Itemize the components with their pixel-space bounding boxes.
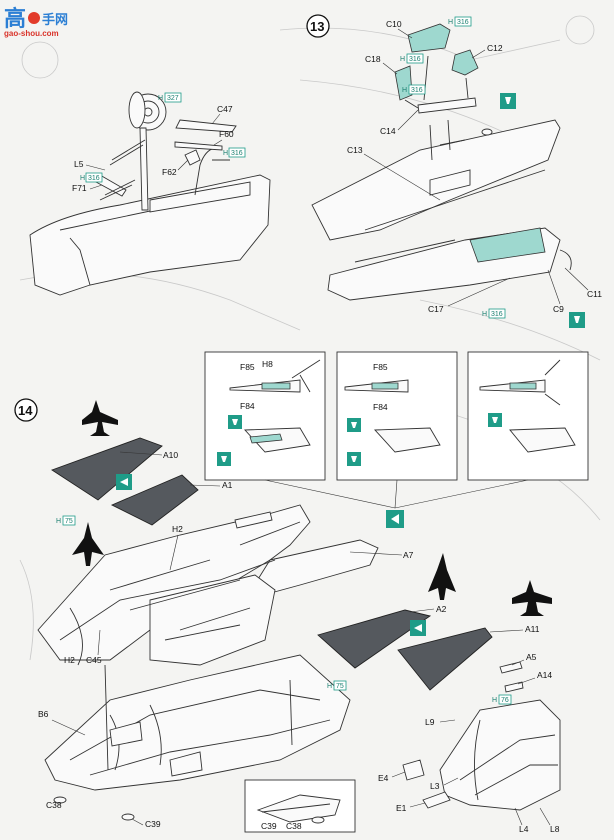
label-L5: L5 [74,159,84,169]
href-H76: H [492,697,497,704]
label-C47: C47 [217,104,233,114]
inset1-label-F85: F85 [240,362,255,372]
label-A10: A10 [163,450,178,460]
watermark-name: 手网 [42,12,68,27]
glue-icon-group-13 [500,93,585,328]
watermark-url: gao-shou.com [4,29,59,38]
href-H316-e: H [402,87,407,94]
step-14-number: 14 [18,403,33,418]
step-14-labels: A10 A1 H2 A7 H2 C45 A2 A11 B6 A5 A14 L9 … [38,450,560,834]
href-H316-e-num: 316 [411,87,423,94]
label-F62: F62 [162,167,177,177]
label-L8: L8 [550,824,560,834]
href-H75-a-num: 75 [65,518,73,525]
inset2-label-F85: F85 [373,362,388,372]
label-A14: A14 [537,670,552,680]
href-H327-num: 327 [167,95,179,102]
step-13-labels: C10 C12 C18 C14 C13 C17 C9 C11 H 316 H 3… [347,16,602,319]
label-H2-top: H2 [172,524,183,534]
href-H316-f-num: 316 [491,311,503,318]
href-H316-a-num: 316 [231,150,243,157]
step-14-fuselage [37,504,561,821]
href-H75-a: H [56,518,61,525]
aircraft-silhouette-icon [72,400,552,616]
href-H316-b: H [80,175,85,182]
label-A11: A11 [525,624,540,634]
label-C11: C11 [587,289,602,299]
inset-box-2: F85 F84 [336,351,458,481]
label-C13: C13 [347,145,363,155]
href-H316-c: H [448,19,453,26]
wing-panels [50,437,493,691]
href-H75-b: H [327,683,332,690]
label-C39: C39 [145,819,161,829]
href-H76-num: 76 [501,697,509,704]
label-C9: C9 [553,304,564,314]
label-A2: A2 [436,604,447,614]
label-C12: C12 [487,43,503,53]
label-F60: F60 [219,129,234,139]
inset1-label-F84: F84 [240,401,255,411]
label-C45: C45 [86,655,102,665]
detail-box-c39-c38: C39 C38 [244,779,356,833]
label-A1: A1 [222,480,233,490]
watermark-glyph: 高 [4,6,26,31]
label-L3: L3 [430,781,440,791]
href-H316-f: H [482,311,487,318]
label-F71: F71 [72,183,87,193]
label-C38: C38 [46,800,62,810]
href-H316-d-num: 316 [409,56,421,63]
watermark-logo: 高 手网 gao-shou.com [4,6,68,38]
label-B6: B6 [38,709,49,719]
label-C10: C10 [386,19,402,29]
inset1-label-H8: H8 [262,359,273,369]
attach-icons-14 [116,474,426,636]
label-H2-bottom: H2 [64,655,75,665]
gear-part-labels: C47 F60 L5 F62 F71 H 327 H 316 H 316 [72,92,246,193]
gear-assembly-diagram [29,91,271,296]
inset-box-1: F85 H8 F84 [204,351,326,481]
href-H316-d: H [400,56,405,63]
label-L9: L9 [425,717,435,727]
href-H316-a: H [223,150,228,157]
label-C17: C17 [428,304,444,314]
step-13-diagram [311,23,572,301]
href-H316-c-num: 316 [457,19,469,26]
href-H327: H [158,95,163,102]
inset-box-3 [467,351,589,481]
step-14-marker: 14 [14,398,38,422]
detail-label-C39: C39 [261,821,277,831]
step-13-number: 13 [310,19,324,34]
attach-icon-center [386,510,404,528]
inset2-label-F84: F84 [373,402,388,412]
label-L4: L4 [519,824,529,834]
detail-label-C38: C38 [286,821,302,831]
href-H316-b-num: 316 [88,175,100,182]
step-13-marker: 13 [306,14,330,38]
label-C14: C14 [380,126,396,136]
label-E1: E1 [396,803,407,813]
href-H75-b-num: 75 [336,683,344,690]
label-A7: A7 [403,550,414,560]
label-C18: C18 [365,54,381,64]
label-E4: E4 [378,773,389,783]
label-A5: A5 [526,652,537,662]
